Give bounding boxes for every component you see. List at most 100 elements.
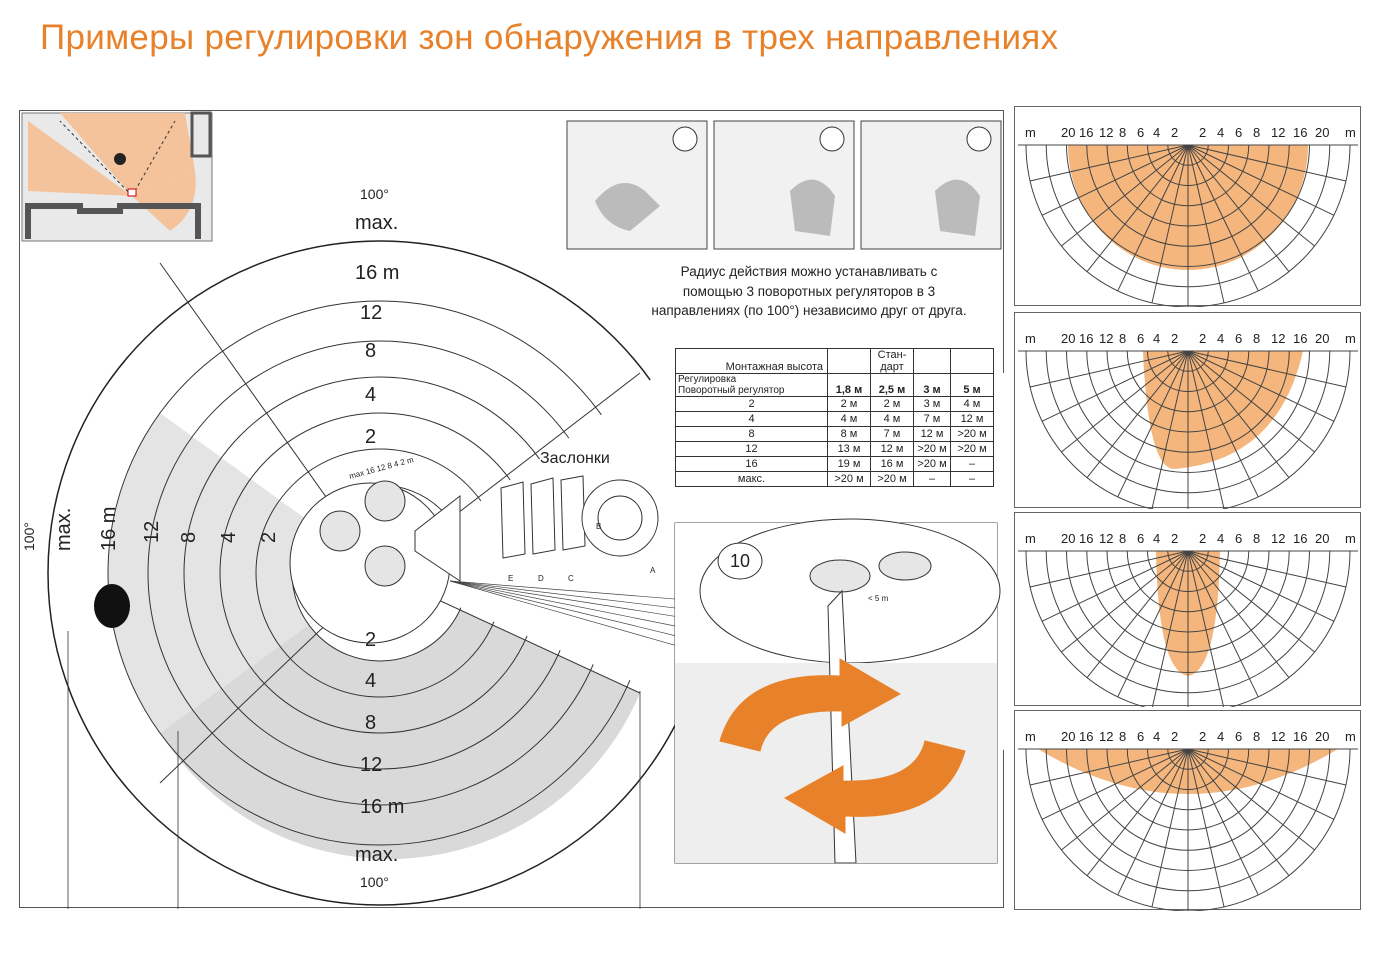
- zone-scale-label: 12: [1271, 531, 1285, 546]
- table-cell: 12: [675, 441, 828, 457]
- zone-scale-label: 8: [1253, 729, 1260, 744]
- shutter-letter-b: B: [596, 522, 601, 531]
- zone-scale-label: 8: [1119, 125, 1126, 140]
- table-cell: 2 м: [870, 396, 914, 412]
- dial-number-circle: [717, 542, 763, 580]
- knob-top[interactable]: [364, 480, 406, 522]
- zone-scale-label: 20: [1315, 729, 1329, 744]
- zone-scale-label: 6: [1137, 531, 1144, 546]
- room-inset: [21, 111, 213, 242]
- movement-icons: [566, 120, 1002, 250]
- ring-label-max-top: max.: [355, 212, 398, 234]
- table-cell: 12 м: [913, 426, 951, 442]
- ring-label-2-bottom: 2: [365, 629, 376, 651]
- zone-scale-label: 8: [1119, 531, 1126, 546]
- shutters-diagram: [500, 475, 659, 559]
- angle-label-left: 100°: [21, 522, 37, 551]
- zone-scale-label: m: [1025, 531, 1036, 546]
- zone-scale-label: 12: [1099, 125, 1113, 140]
- zone-scale-label: m: [1025, 729, 1036, 744]
- zone-scale-label: 20: [1061, 729, 1075, 744]
- zone-scale-label: 16: [1079, 125, 1093, 140]
- zone-scale-label: 6: [1137, 125, 1144, 140]
- angle-label-bottom: 100°: [360, 874, 389, 890]
- table-cell: 12 м: [950, 411, 994, 427]
- zone-scale-label: 2: [1171, 531, 1178, 546]
- table-col-2: 3 м: [913, 373, 951, 397]
- table-header-std: Стан- дарт: [870, 348, 914, 374]
- ring-label-4-left: 4: [218, 532, 240, 543]
- zone-scale-label: 12: [1271, 729, 1285, 744]
- zone-scale-label: 4: [1217, 729, 1224, 744]
- table-cell: 4 м: [827, 411, 871, 427]
- zone-scale-label: 12: [1271, 125, 1285, 140]
- shutters-label: Заслонки: [540, 450, 610, 467]
- table-header-adj: Регулировка: [678, 374, 737, 385]
- table-cell: –: [913, 471, 951, 487]
- zone-scale-label: 20: [1315, 331, 1329, 346]
- knob-bottom[interactable]: [364, 545, 406, 587]
- zone-scale-label: 4: [1153, 331, 1160, 346]
- zone-scale-label: 6: [1137, 331, 1144, 346]
- smile-happy-icon: [672, 126, 698, 152]
- zone-scale-label: 16: [1293, 125, 1307, 140]
- smile-sad-icon: [966, 126, 992, 152]
- zone-scale-label: 8: [1253, 531, 1260, 546]
- zone-scale-label: 6: [1137, 729, 1144, 744]
- smile-neutral-icon: [819, 126, 845, 152]
- zone-scale-label: m: [1025, 331, 1036, 346]
- knob-left[interactable]: [319, 510, 361, 552]
- table-cell: >20 м: [950, 441, 994, 457]
- shutter-letter-c: C: [568, 574, 574, 583]
- zone-scale-label: 20: [1061, 531, 1075, 546]
- zone-scale-label: 4: [1153, 729, 1160, 744]
- table-cell: 7 м: [870, 426, 914, 442]
- table-header-mount: Монтажная высота: [675, 348, 828, 374]
- ring-label-2-left: 2: [258, 532, 280, 543]
- page-title: Примеры регулировки зон обнаружения в тр…: [40, 18, 1059, 57]
- table-cell: 2 м: [827, 396, 871, 412]
- table-cell: >20 м: [913, 441, 951, 457]
- dial-closeup: [674, 518, 1001, 864]
- table-cell: макс.: [675, 471, 828, 487]
- zone-scale-label: 2: [1199, 331, 1206, 346]
- zone-scale-label: 6: [1235, 331, 1242, 346]
- zone-scale-label: m: [1025, 125, 1036, 140]
- ring-label-12-top: 12: [360, 302, 382, 324]
- zone-scale-label: 20: [1061, 125, 1075, 140]
- zone-scale-label: 12: [1099, 729, 1113, 744]
- zone-scale-label: 6: [1235, 531, 1242, 546]
- table-col-3: 5 м: [950, 373, 994, 397]
- table-cell: >20 м: [913, 456, 951, 472]
- ring-label-16-left: 16 m: [98, 507, 120, 551]
- zone-scale-label: 4: [1217, 125, 1224, 140]
- range-table: Монтажная высота Стан- дарт Регулировка …: [675, 348, 994, 487]
- ring-label-8-bottom: 8: [365, 712, 376, 734]
- zone-scale-label: 16: [1293, 729, 1307, 744]
- zone-scale-label: 2: [1171, 125, 1178, 140]
- table-subheader-row: Регулировка Поворотный регулятор 1,8 м 2…: [675, 373, 994, 397]
- table-cell: 16 м: [870, 456, 914, 472]
- table-cell: 4: [675, 411, 828, 427]
- zone-scale-label: 6: [1235, 125, 1242, 140]
- zone-scale-label: 4: [1217, 531, 1224, 546]
- zone-scale-label: 20: [1061, 331, 1075, 346]
- zone-scale-label: 16: [1293, 331, 1307, 346]
- zone-scale-label: 20: [1315, 125, 1329, 140]
- dial-number: 10: [730, 551, 750, 571]
- rotate-arrow-icon: [719, 658, 902, 752]
- zone-scale-label: m: [1345, 125, 1356, 140]
- zone-scale-label: 16: [1079, 729, 1093, 744]
- zone-scale-label: 16: [1079, 331, 1093, 346]
- table-cell: 2: [675, 396, 828, 412]
- angle-label-top: 100°: [360, 186, 389, 202]
